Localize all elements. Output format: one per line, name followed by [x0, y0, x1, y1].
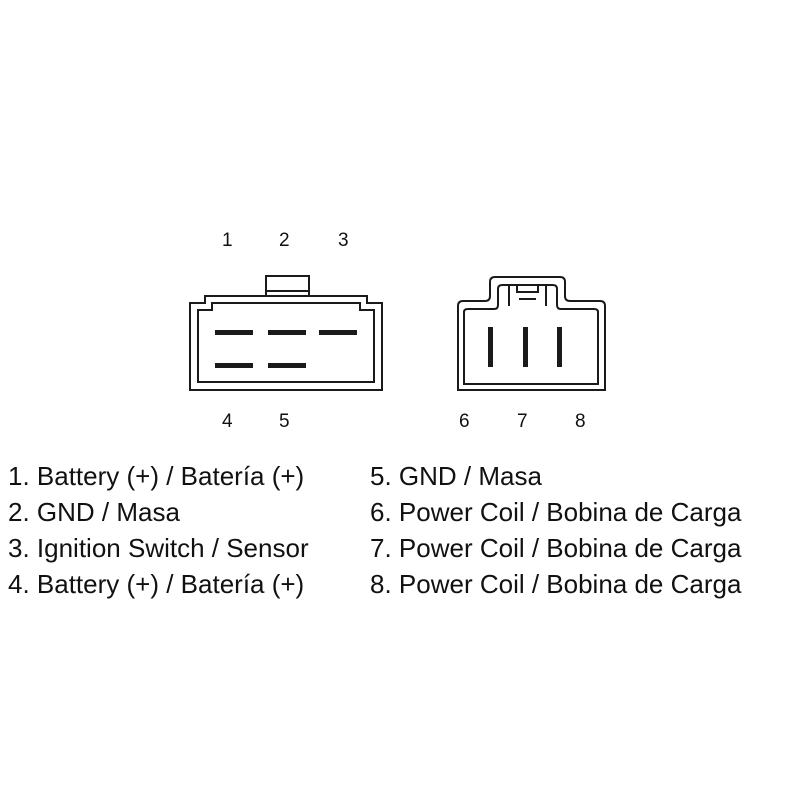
legend-item-pin-4: 4. Battery (+) / Batería (+)	[8, 569, 305, 599]
legend-right-column: 5. GND / Masa 6. Power Coil / Bobina de …	[370, 458, 741, 602]
pin-number-7: 7	[517, 411, 528, 432]
legend-item-pin-7: 7. Power Coil / Bobina de Carga	[370, 533, 742, 563]
pin-number-5: 5	[279, 411, 290, 432]
right-connector-housing	[457, 276, 606, 391]
right-connector: 6 7 8	[457, 276, 606, 432]
legend-left-column: 1. Battery (+) / Batería (+) 2. GND / Ma…	[8, 458, 309, 602]
pin-number-3: 3	[338, 230, 349, 251]
legend-item-pin-2: 2. GND / Masa	[8, 497, 180, 527]
pin-number-1: 1	[222, 230, 233, 251]
pin-number-2: 2	[279, 230, 290, 251]
right-connector-clip	[508, 285, 547, 306]
terminal-pin-5	[268, 363, 306, 368]
legend-item-pin-3: 3. Ignition Switch / Sensor	[8, 533, 309, 563]
pin-number-8: 8	[575, 411, 586, 432]
left-connector-housing	[189, 295, 383, 391]
pin-number-6: 6	[459, 411, 470, 432]
pin-number-4: 4	[222, 411, 233, 432]
legend-item-pin-8: 8. Power Coil / Bobina de Carga	[370, 569, 742, 599]
terminal-pin-1	[215, 330, 253, 335]
left-connector-latch	[265, 275, 310, 296]
left-connector-cavity	[197, 302, 375, 383]
terminal-pin-2	[268, 330, 306, 335]
terminal-pin-7	[523, 327, 528, 367]
terminal-pin-8	[557, 327, 562, 367]
terminal-pin-4	[215, 363, 253, 368]
legend-item-pin-5: 5. GND / Masa	[370, 461, 542, 491]
legend-item-pin-6: 6. Power Coil / Bobina de Carga	[370, 497, 742, 527]
terminal-pin-3	[319, 330, 357, 335]
terminal-pin-6	[488, 327, 493, 367]
right-connector-cavity	[463, 284, 599, 385]
left-connector: 1 2 3 4 5	[189, 230, 383, 432]
legend-item-pin-1: 1. Battery (+) / Batería (+)	[8, 461, 305, 491]
